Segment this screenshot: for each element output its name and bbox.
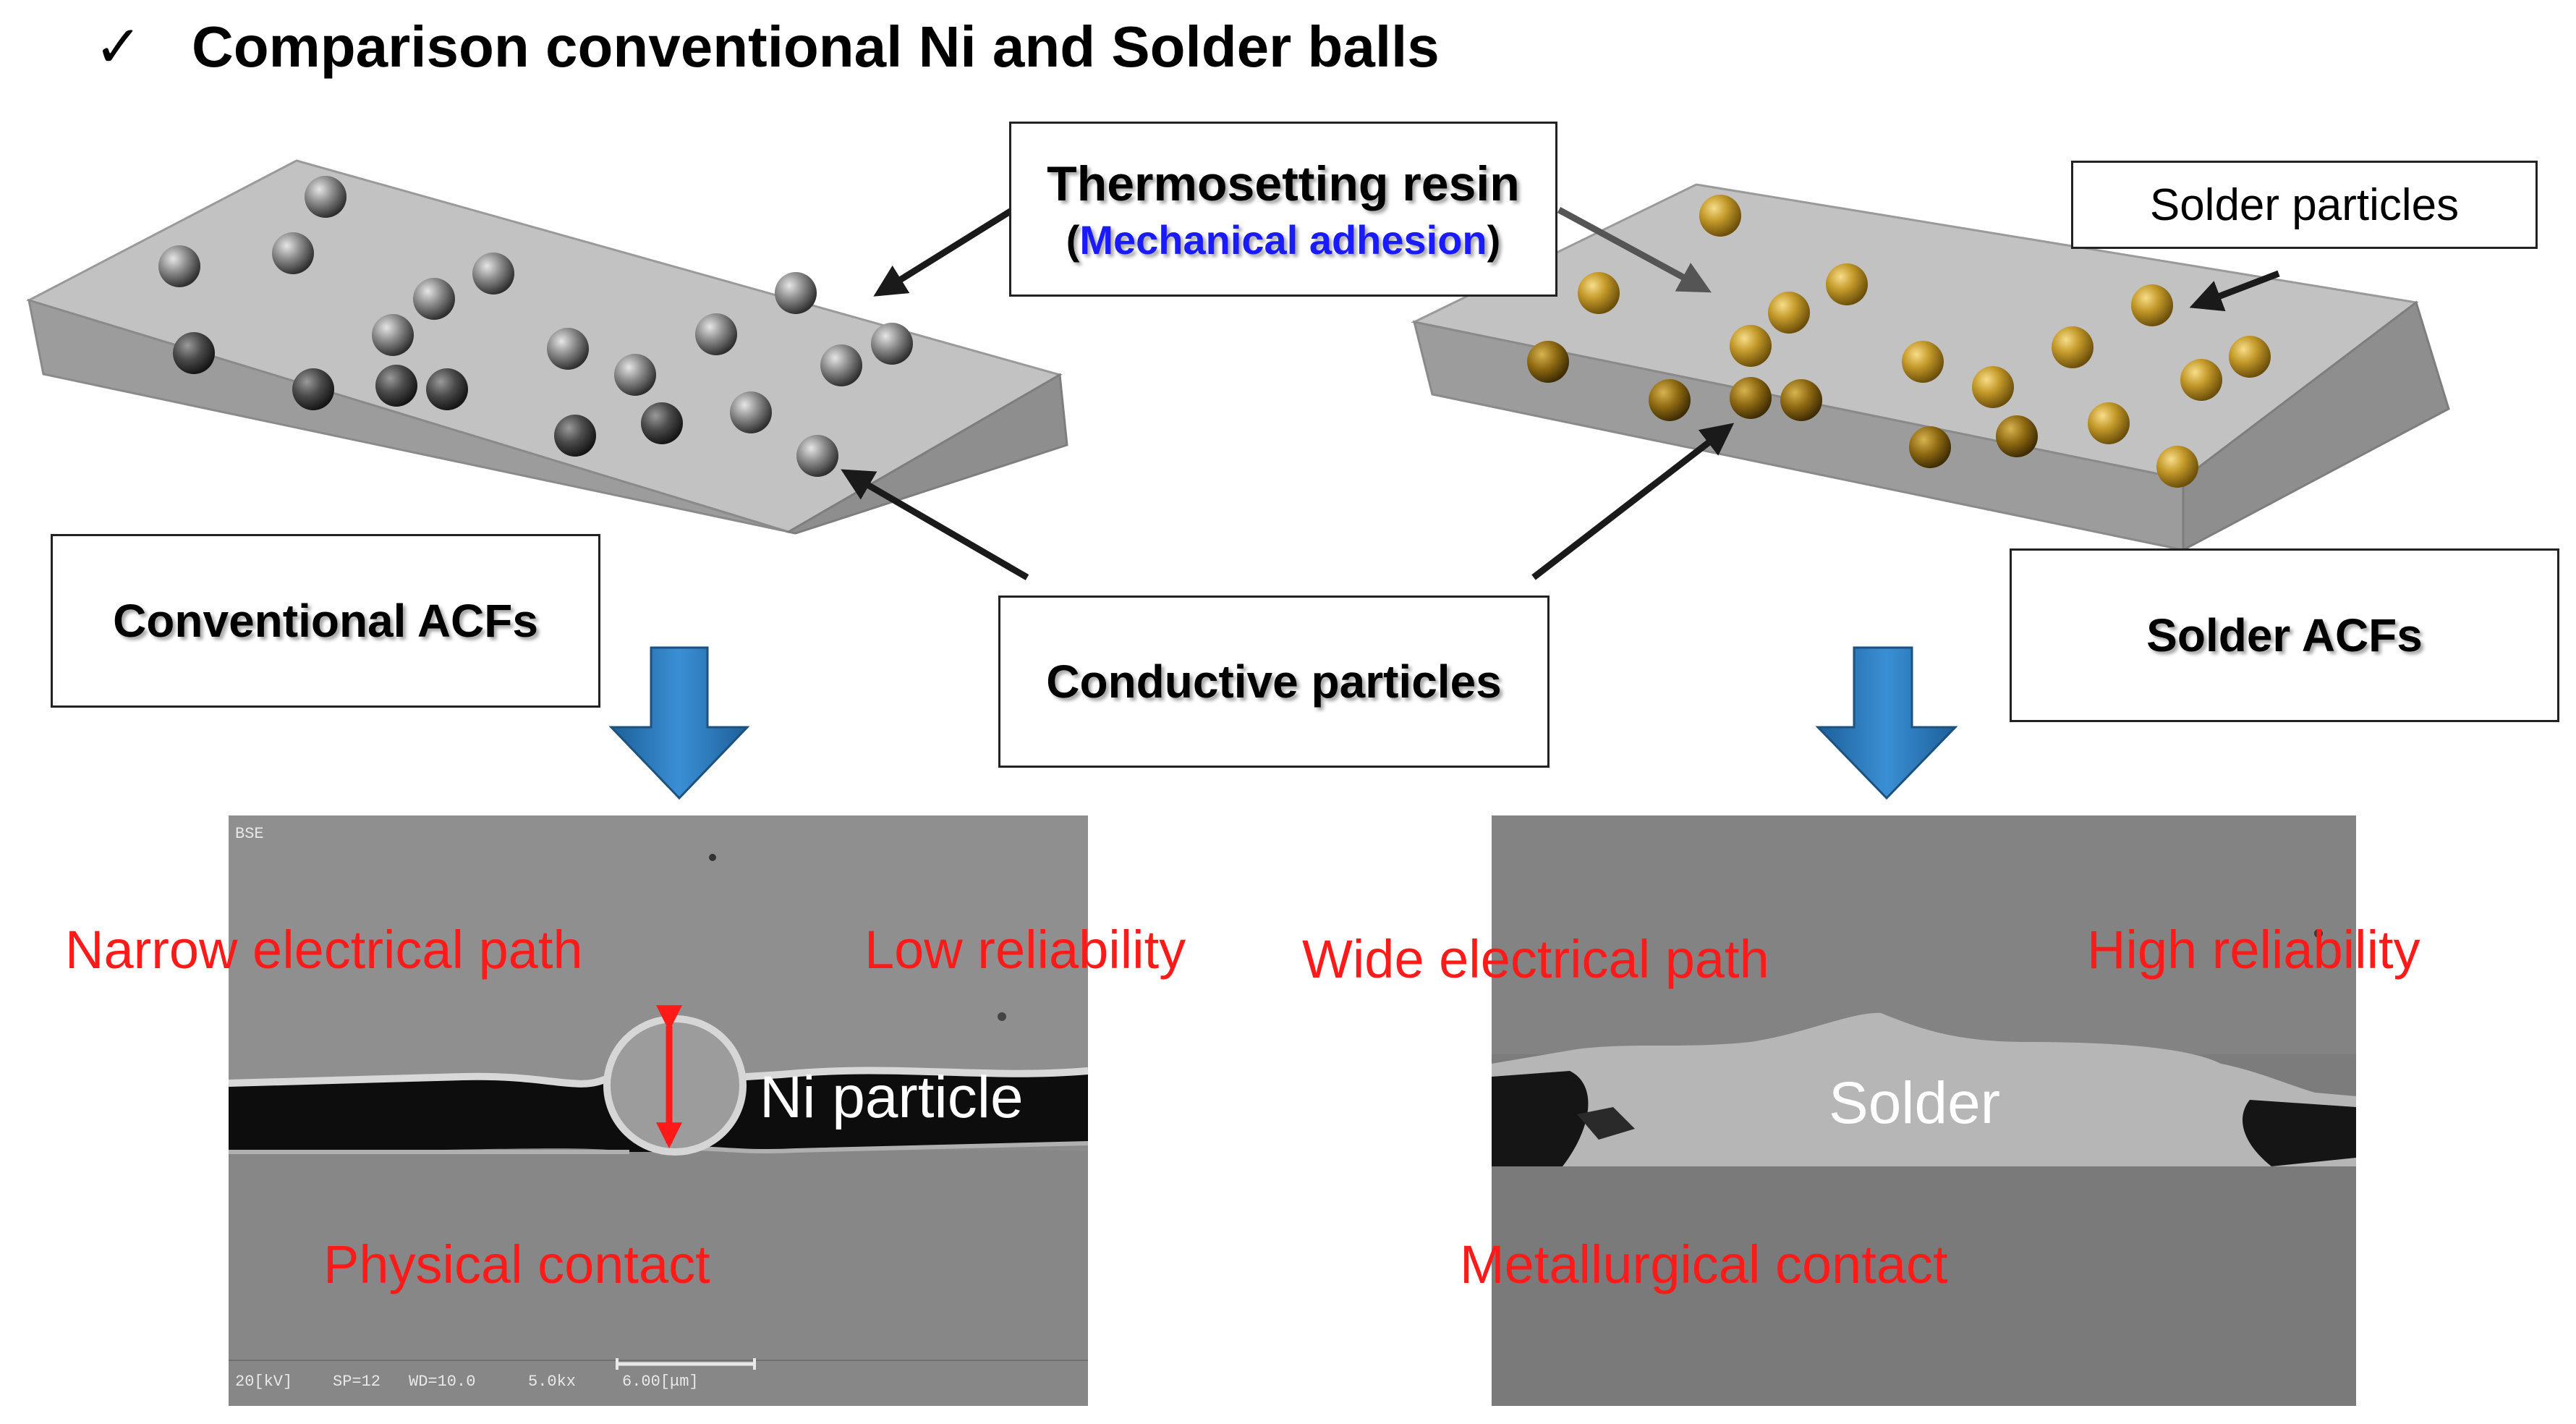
- arrow-solder-particles: [2189, 270, 2280, 312]
- solder-acf-slab: [1411, 183, 2450, 552]
- solder-acfs-label: Solder ACFs: [2146, 609, 2423, 661]
- arrow-resin-right: [1557, 207, 1712, 293]
- blue-down-arrow-left: [608, 646, 750, 800]
- narrow-electrical-path-label: Narrow electrical path: [65, 920, 583, 980]
- sem-info-kv: 20[kV]: [235, 1373, 293, 1391]
- solder-acfs-box: Solder ACFs: [2010, 548, 2559, 722]
- arrow-conductive-left: [841, 469, 1029, 580]
- sem-info-sp: SP=12: [333, 1373, 381, 1391]
- checkmark-icon: ✓: [94, 13, 143, 80]
- thermosetting-resin-label: Thermosetting resin: [1047, 156, 1520, 211]
- bse-label: BSE: [235, 825, 264, 843]
- sem-scale-bar-label: 6.00[μm]: [622, 1373, 699, 1391]
- ni-particle-label: Ni particle: [760, 1064, 1024, 1130]
- solder-label: Solder: [1829, 1070, 2001, 1136]
- conventional-acfs-box: Conventional ACFs: [51, 534, 600, 708]
- title-text: Comparison conventional Ni and Solder ba…: [192, 14, 1440, 79]
- solder-particles: [1527, 195, 2271, 488]
- thermosetting-resin-box: Thermosetting resin (Mechanical adhesion…: [1009, 122, 1557, 297]
- arrow-resin-left: [873, 207, 1015, 297]
- blue-down-arrow-right: [1815, 646, 1958, 800]
- conductive-particles-box: Conductive particles: [998, 596, 1550, 768]
- solder-particles-label: Solder particles: [2149, 179, 2460, 230]
- conductive-particles-label: Conductive particles: [1046, 656, 1502, 708]
- physical-contact-label: Physical contact: [323, 1234, 710, 1294]
- conventional-acfs-label: Conventional ACFs: [113, 595, 538, 647]
- sem-info-wd: WD=10.0: [409, 1373, 476, 1391]
- solder-particles-box: Solder particles: [2071, 161, 2538, 249]
- sem-info-mag: 5.0kx: [528, 1373, 577, 1391]
- metallurgical-contact-label: Metallurgical contact: [1460, 1234, 1948, 1294]
- low-reliability-label: Low reliability: [864, 920, 1186, 980]
- sem-image-ni: [228, 815, 1089, 1406]
- mechanical-adhesion-line: (Mechanical adhesion): [1066, 216, 1501, 263]
- page-title: ✓ Comparison conventional Ni and Solder b…: [94, 13, 1440, 80]
- mechanical-adhesion-label: Mechanical adhesion: [1079, 216, 1487, 263]
- arrow-conductive-right: [1531, 423, 1735, 580]
- sem-image-solder: [1492, 815, 2356, 1406]
- paren-close: ): [1487, 216, 1501, 263]
- high-reliability-label: High reliability: [2087, 920, 2420, 980]
- paren-open: (: [1066, 216, 1080, 263]
- wide-electrical-path-label: Wide electrical path: [1302, 929, 1769, 989]
- ni-particles: [158, 176, 913, 477]
